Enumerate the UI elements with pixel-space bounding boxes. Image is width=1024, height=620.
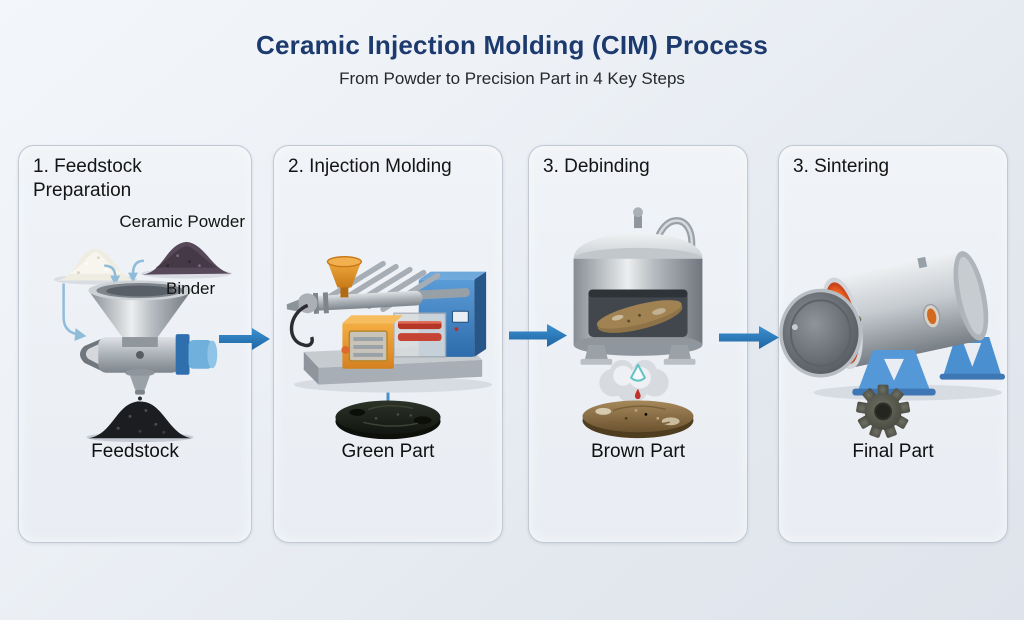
mixer-funnel-icon: [88, 280, 192, 338]
flow-arrow-icon: [219, 328, 270, 350]
guide-arrow-icon: [62, 259, 144, 336]
step-panel-debinding: 3. Debinding Brown Part: [528, 145, 748, 543]
red-drop-icon: [634, 388, 641, 400]
step-title: 3. Debinding: [543, 156, 650, 177]
machine-hopper-icon: [326, 256, 362, 298]
feedstock-mixer-illustration: [53, 241, 233, 443]
step-panel-sintering: 3. Sintering Final Part: [778, 145, 1008, 543]
page-title: Ceramic Injection Molding (CIM) Process: [256, 30, 768, 60]
injection-barrel-icon: [286, 288, 470, 314]
step-panel-injection-molding: 2. Injection Molding Green Part: [273, 145, 503, 543]
steam-cloud-icon: [599, 359, 669, 404]
droplet-icon: [630, 363, 646, 382]
brown-part-icon: [582, 400, 694, 439]
sintering-furnace-illustration: [779, 251, 1006, 438]
oven-vessel-icon: [573, 233, 703, 356]
mold-window-icon: [393, 312, 447, 358]
machine-orange-unit-icon: [341, 315, 403, 369]
binder-label: Binder: [166, 279, 216, 298]
page-subtitle: From Powder to Precision Part in 4 Key S…: [339, 69, 685, 88]
injection-molding-machine-illustration: [286, 256, 493, 440]
mixer-body-icon: [79, 334, 218, 406]
step-title: 3. Sintering: [793, 156, 890, 177]
oven-legs-icon: [580, 344, 696, 365]
furnace-door-icon: [779, 288, 863, 378]
header: Ceramic Injection Molding (CIM) Process …: [0, 30, 1024, 89]
output-label-brown-part: Brown Part: [591, 441, 685, 462]
green-part-icon: [335, 400, 441, 440]
debinding-oven-illustration: [573, 207, 703, 439]
gear-icon: [856, 384, 911, 438]
ceramic-powder-label: Ceramic Powder: [119, 212, 245, 231]
output-label-feedstock: Feedstock: [91, 441, 179, 462]
furnace-stand-icon: [939, 337, 1006, 380]
feedstock-pile-icon: [86, 401, 194, 443]
ceramic-powder-pile-icon: [55, 248, 135, 281]
output-label-final-part: Final Part: [852, 441, 934, 462]
step-title: 2. Injection Molding: [288, 156, 452, 177]
output-label-green-part: Green Part: [341, 441, 435, 462]
step-panel-feedstock-preparation: 1. Feedstock Preparation Ceramic Powder …: [18, 145, 252, 543]
part-in-oven-icon: [596, 300, 683, 333]
cable-icon: [289, 303, 314, 348]
step-title: 1. Feedstock Preparation: [33, 156, 142, 202]
binder-powder-pile-icon: [141, 241, 232, 275]
flow-arrow-icon: [509, 324, 567, 347]
flow-arrow-icon: [719, 326, 779, 349]
guide-arrowhead-icon: [74, 272, 138, 342]
